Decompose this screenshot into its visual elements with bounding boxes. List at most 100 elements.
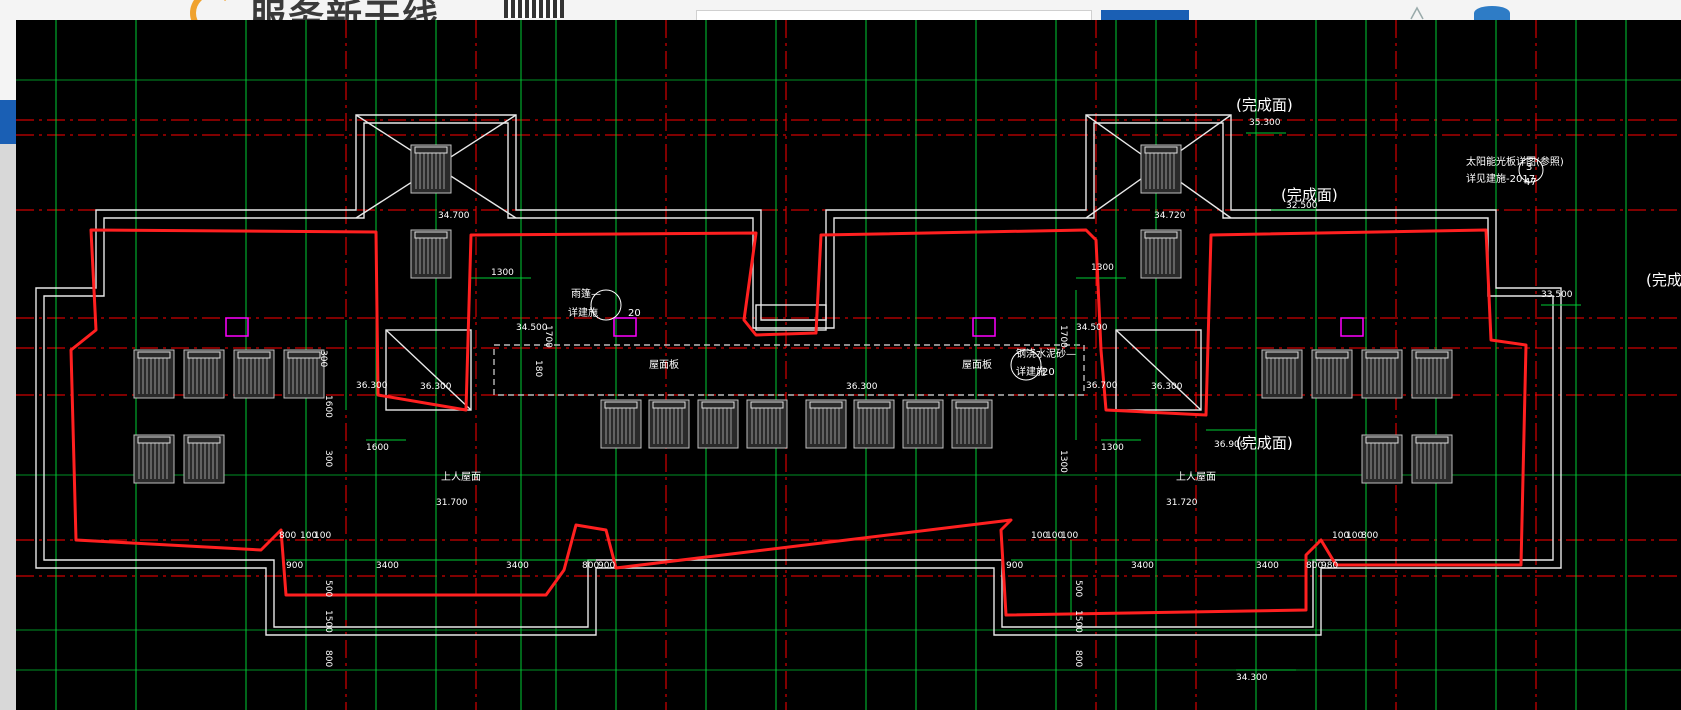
dimension-text: 100 <box>1046 531 1063 541</box>
elevation-label: 36.900 <box>1214 440 1246 450</box>
elevation-label: 31.720 <box>1166 498 1198 508</box>
solar-unit-cap <box>701 401 735 409</box>
solar-equipment <box>133 144 1453 484</box>
solar-unit <box>600 399 642 449</box>
note-text: 20 <box>628 308 641 319</box>
solar-unit-cap <box>1265 351 1299 359</box>
elevation-label: 35.300 <box>1249 118 1281 128</box>
elevation-label: 34.720 <box>1154 211 1186 221</box>
note-text: 详建施 <box>568 306 598 319</box>
solar-unit <box>1361 434 1403 484</box>
dimension-text: 1300 <box>491 268 514 278</box>
drain-marker <box>1340 317 1364 337</box>
solar-unit-cap <box>906 401 940 409</box>
solar-unit-cap <box>1415 351 1449 359</box>
solar-unit-cap <box>287 351 321 359</box>
elevation-label: 31.700 <box>436 498 468 508</box>
solar-unit-cap <box>414 231 448 239</box>
solar-unit <box>233 349 275 399</box>
dimension-text: 1500 <box>323 610 333 633</box>
dimension-text: 100 <box>1332 531 1349 541</box>
dimension-text: 100 <box>300 531 317 541</box>
dimension-text: 900 <box>1006 561 1023 571</box>
solar-unit <box>410 144 452 194</box>
dimension-text: 1700 <box>543 325 553 348</box>
note-text: 20 <box>1042 367 1055 378</box>
search-button[interactable] <box>1101 10 1189 20</box>
solar-unit <box>853 399 895 449</box>
opening-box <box>755 304 827 331</box>
dimension-text: 800 <box>582 561 599 571</box>
solar-unit <box>183 434 225 484</box>
red-outline-path <box>69 228 1528 617</box>
dimension-text: 3400 <box>376 561 399 571</box>
dimension-text: 980 <box>1321 561 1338 571</box>
solar-unit <box>697 399 739 449</box>
globe-icon[interactable] <box>1474 6 1510 20</box>
note-text: 详建施 <box>1016 365 1046 378</box>
solar-unit-cap <box>237 351 271 359</box>
elevation-label: 36.300 <box>356 381 388 391</box>
dimension-text: 100 <box>1061 531 1078 541</box>
solar-unit-cap <box>187 436 221 444</box>
dashed-rooftop-zone <box>493 344 1085 396</box>
solar-unit <box>648 399 690 449</box>
search-input[interactable] <box>696 10 1092 23</box>
drain-marker <box>613 317 637 337</box>
dimension-text: 1600 <box>366 443 389 453</box>
solar-unit-cap <box>652 401 686 409</box>
side-panel-tab[interactable] <box>0 100 16 144</box>
solar-unit <box>805 399 847 449</box>
diagonal-line <box>385 329 472 411</box>
dimension-text: 500 <box>1073 580 1083 597</box>
elevation-label: 36.300 <box>846 382 878 392</box>
solar-unit-cap <box>137 351 171 359</box>
solar-unit <box>133 434 175 484</box>
solar-unit-cap <box>750 401 784 409</box>
note-text: 上人屋面 <box>1176 471 1216 483</box>
solar-unit <box>951 399 993 449</box>
dimension-text: 800 <box>1361 531 1378 541</box>
elevation-label: 34.700 <box>438 211 470 221</box>
note-text: 屋面板 <box>962 358 992 371</box>
solar-unit-cap <box>857 401 891 409</box>
note-text: 太阳能光板详图(参照) <box>1466 155 1564 168</box>
solar-unit-cap <box>414 146 448 154</box>
wall-outline <box>43 122 1554 628</box>
dimension-text: 100 <box>1346 531 1363 541</box>
detail-callout-circle <box>1010 349 1042 381</box>
elevation-label: 34.500 <box>516 323 548 333</box>
solar-unit-cap <box>1144 231 1178 239</box>
detail-callout-circle <box>1518 157 1544 183</box>
note-text: 屋面板 <box>649 358 679 371</box>
dimension-text: 100 <box>314 531 331 541</box>
side-panel-edge <box>0 144 16 710</box>
elevation-label: 36.300 <box>1151 382 1183 392</box>
solar-unit-cap <box>1415 436 1449 444</box>
note-text: 钢浇水泥砂— <box>1016 347 1076 360</box>
finish-surface-label: (完成面) <box>1236 434 1293 452</box>
drawing-annotations: (完成面)(完成面)(完成面)(完成35.30032.50033.50034.7… <box>279 96 1681 683</box>
shaft-box <box>385 329 472 411</box>
detail-callout-circle <box>590 289 622 321</box>
note-text: 47 <box>1524 177 1537 188</box>
solar-unit <box>902 399 944 449</box>
wall-outline <box>35 114 1562 636</box>
solar-unit <box>1411 349 1453 399</box>
solar-unit <box>746 399 788 449</box>
solar-unit-cap <box>604 401 638 409</box>
dimension-text: 800 <box>323 650 333 667</box>
finish-surface-label: (完成面) <box>1236 96 1293 114</box>
solar-unit-cap <box>1144 146 1178 154</box>
diagonal-line <box>1115 329 1202 411</box>
cad-roof-plan: (完成面)(完成面)(完成面)(完成35.30032.50033.50034.7… <box>16 20 1681 710</box>
elevation-label: 32.500 <box>1286 201 1318 211</box>
dimension-text: 1300 <box>1091 263 1114 273</box>
finish-surface-label: (完成面) <box>1281 186 1338 204</box>
solar-unit-cap <box>1315 351 1349 359</box>
user-icon[interactable] <box>1410 6 1424 20</box>
dimension-text: 3400 <box>1131 561 1154 571</box>
dimension-text: 1500 <box>1073 610 1083 633</box>
dimension-text: 300 <box>323 450 333 467</box>
